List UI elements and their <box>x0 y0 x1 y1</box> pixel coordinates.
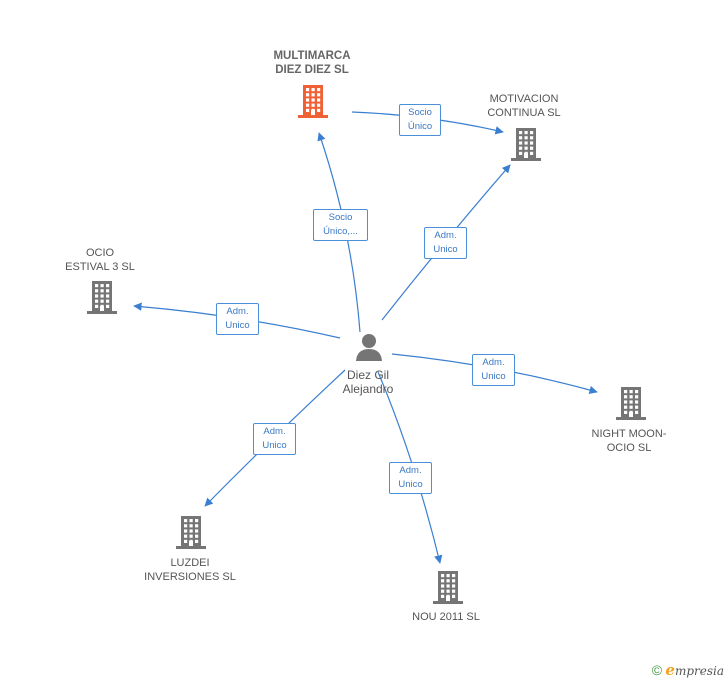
building-icon[interactable] <box>176 516 206 549</box>
building-icon[interactable] <box>87 281 117 314</box>
edge-label-center-nou[interactable]: Adm. Unico <box>389 462 432 494</box>
building-icon[interactable] <box>616 387 646 420</box>
building-icon[interactable] <box>298 85 328 118</box>
node-label-ocio[interactable]: OCIO ESTIVAL 3 SL <box>65 247 135 273</box>
person-icon[interactable] <box>356 334 382 361</box>
node-label-nightmoon[interactable]: NIGHT MOON- OCIO SL <box>591 428 667 454</box>
edge-label-center-luzdei[interactable]: Adm. Unico <box>253 423 296 455</box>
node-label-multimarca[interactable]: MULTIMARCA DIEZ DIEZ SL <box>273 50 351 76</box>
edge-label-multimarca-motivacion[interactable]: Socio Único <box>399 104 441 136</box>
node-label-nou[interactable]: NOU 2011 SL <box>412 611 480 623</box>
brand-logo: empresia <box>665 661 724 679</box>
node-label-center[interactable]: Diez Gil Alejandro <box>342 368 394 396</box>
copyright-icon: © <box>651 662 663 678</box>
node-label-luzdei[interactable]: LUZDEI INVERSIONES SL <box>144 557 236 583</box>
building-icon[interactable] <box>433 571 463 604</box>
edge-label-center-ocio[interactable]: Adm. Unico <box>216 303 259 335</box>
footer-brand[interactable]: © empresia <box>652 661 724 679</box>
node-label-motivacion[interactable]: MOTIVACION CONTINUA SL <box>487 93 561 119</box>
edge-label-center-motivacion[interactable]: Adm. Unico <box>424 227 467 259</box>
building-icon[interactable] <box>511 128 541 161</box>
edge-label-center-multimarca[interactable]: Socio Único,... <box>313 209 368 241</box>
edge-label-center-nightmoon[interactable]: Adm. Unico <box>472 354 515 386</box>
